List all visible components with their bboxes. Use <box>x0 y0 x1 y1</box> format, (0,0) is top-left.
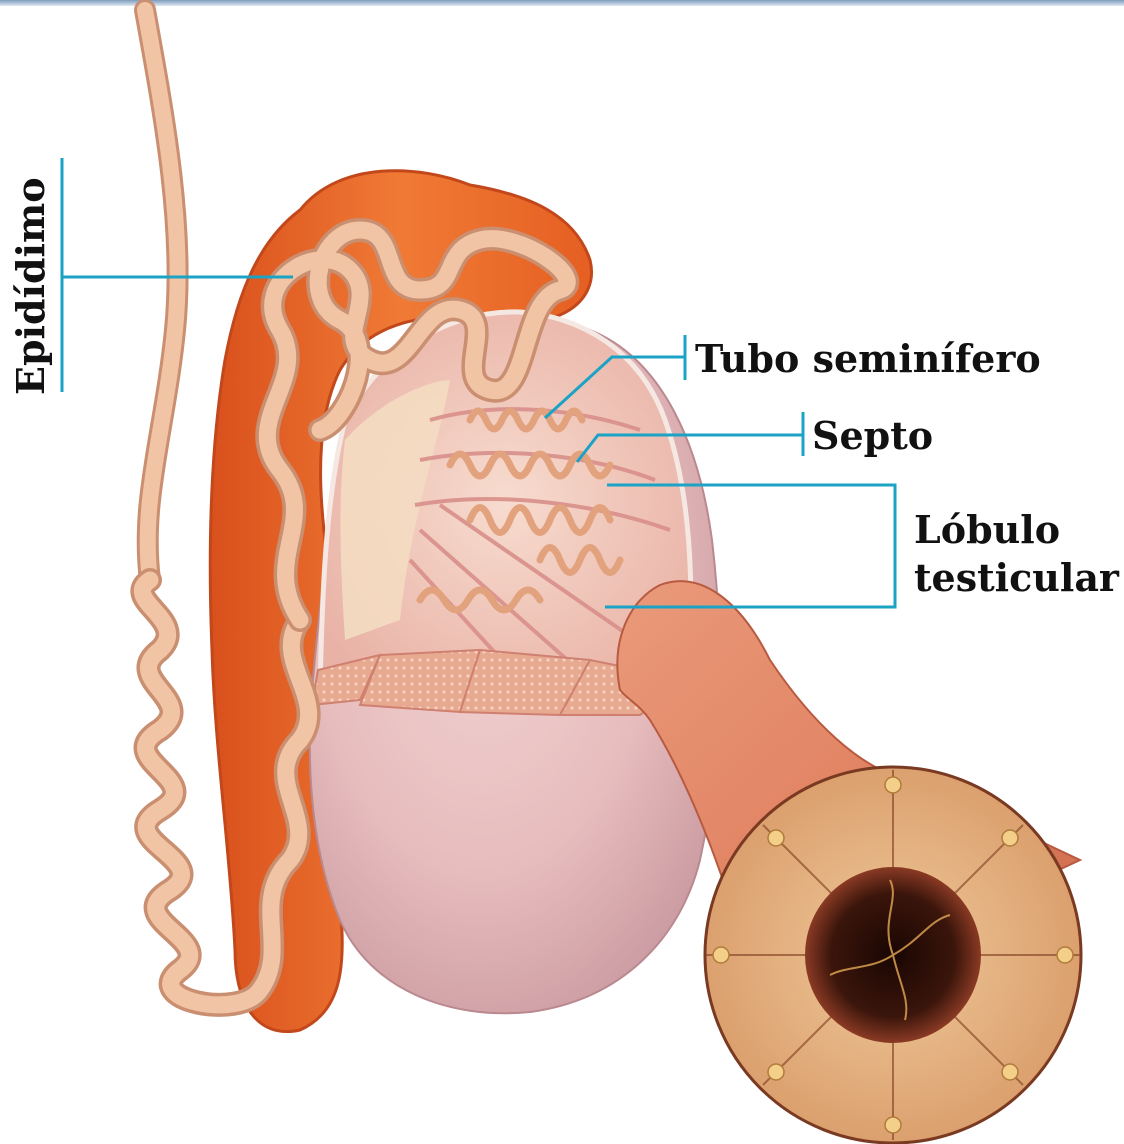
label-lobulo-line2: testicular <box>914 556 1119 600</box>
tubule-cross-section <box>705 767 1081 1143</box>
label-epididimo: Epidídimo <box>9 177 53 395</box>
label-septo: Septo <box>812 414 933 458</box>
label-tubo-seminifero: Tubo seminífero <box>695 337 1041 381</box>
label-lobulo-line1: Lóbulo <box>914 508 1060 552</box>
